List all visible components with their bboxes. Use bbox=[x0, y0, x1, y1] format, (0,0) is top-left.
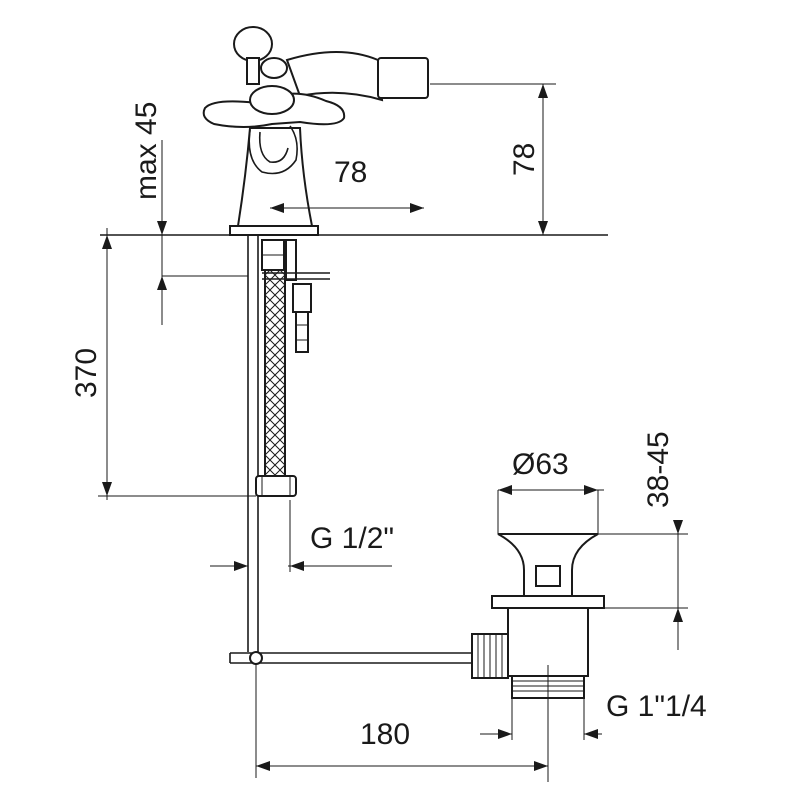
dim-d63: Ø63 bbox=[497, 448, 604, 534]
mixer-body bbox=[202, 26, 429, 236]
supply-hose bbox=[247, 235, 330, 652]
label-78-vertical: 78 bbox=[508, 143, 541, 176]
dim-78-horizontal: 78 bbox=[270, 156, 424, 213]
drain-waste bbox=[471, 533, 605, 782]
label-max45: max 45 bbox=[130, 102, 163, 200]
dim-g114: G 1"1/4 bbox=[480, 690, 707, 740]
label-78-horizontal: 78 bbox=[334, 156, 367, 189]
dim-180: 180 bbox=[255, 664, 548, 778]
popup-rod bbox=[229, 651, 490, 665]
dim-370: 370 bbox=[70, 228, 256, 500]
label-g12: G 1/2" bbox=[310, 522, 394, 555]
label-370: 370 bbox=[70, 348, 103, 398]
label-180: 180 bbox=[360, 718, 410, 751]
label-d63: Ø63 bbox=[512, 448, 569, 481]
dim-g12: G 1/2" bbox=[210, 500, 394, 572]
label-g114: G 1"1/4 bbox=[606, 690, 707, 723]
dim-38-45: 38-45 bbox=[598, 431, 688, 650]
dim-max45: max 45 bbox=[130, 102, 248, 325]
label-38-45: 38-45 bbox=[642, 431, 675, 508]
dim-78-vertical: 78 bbox=[430, 83, 556, 235]
